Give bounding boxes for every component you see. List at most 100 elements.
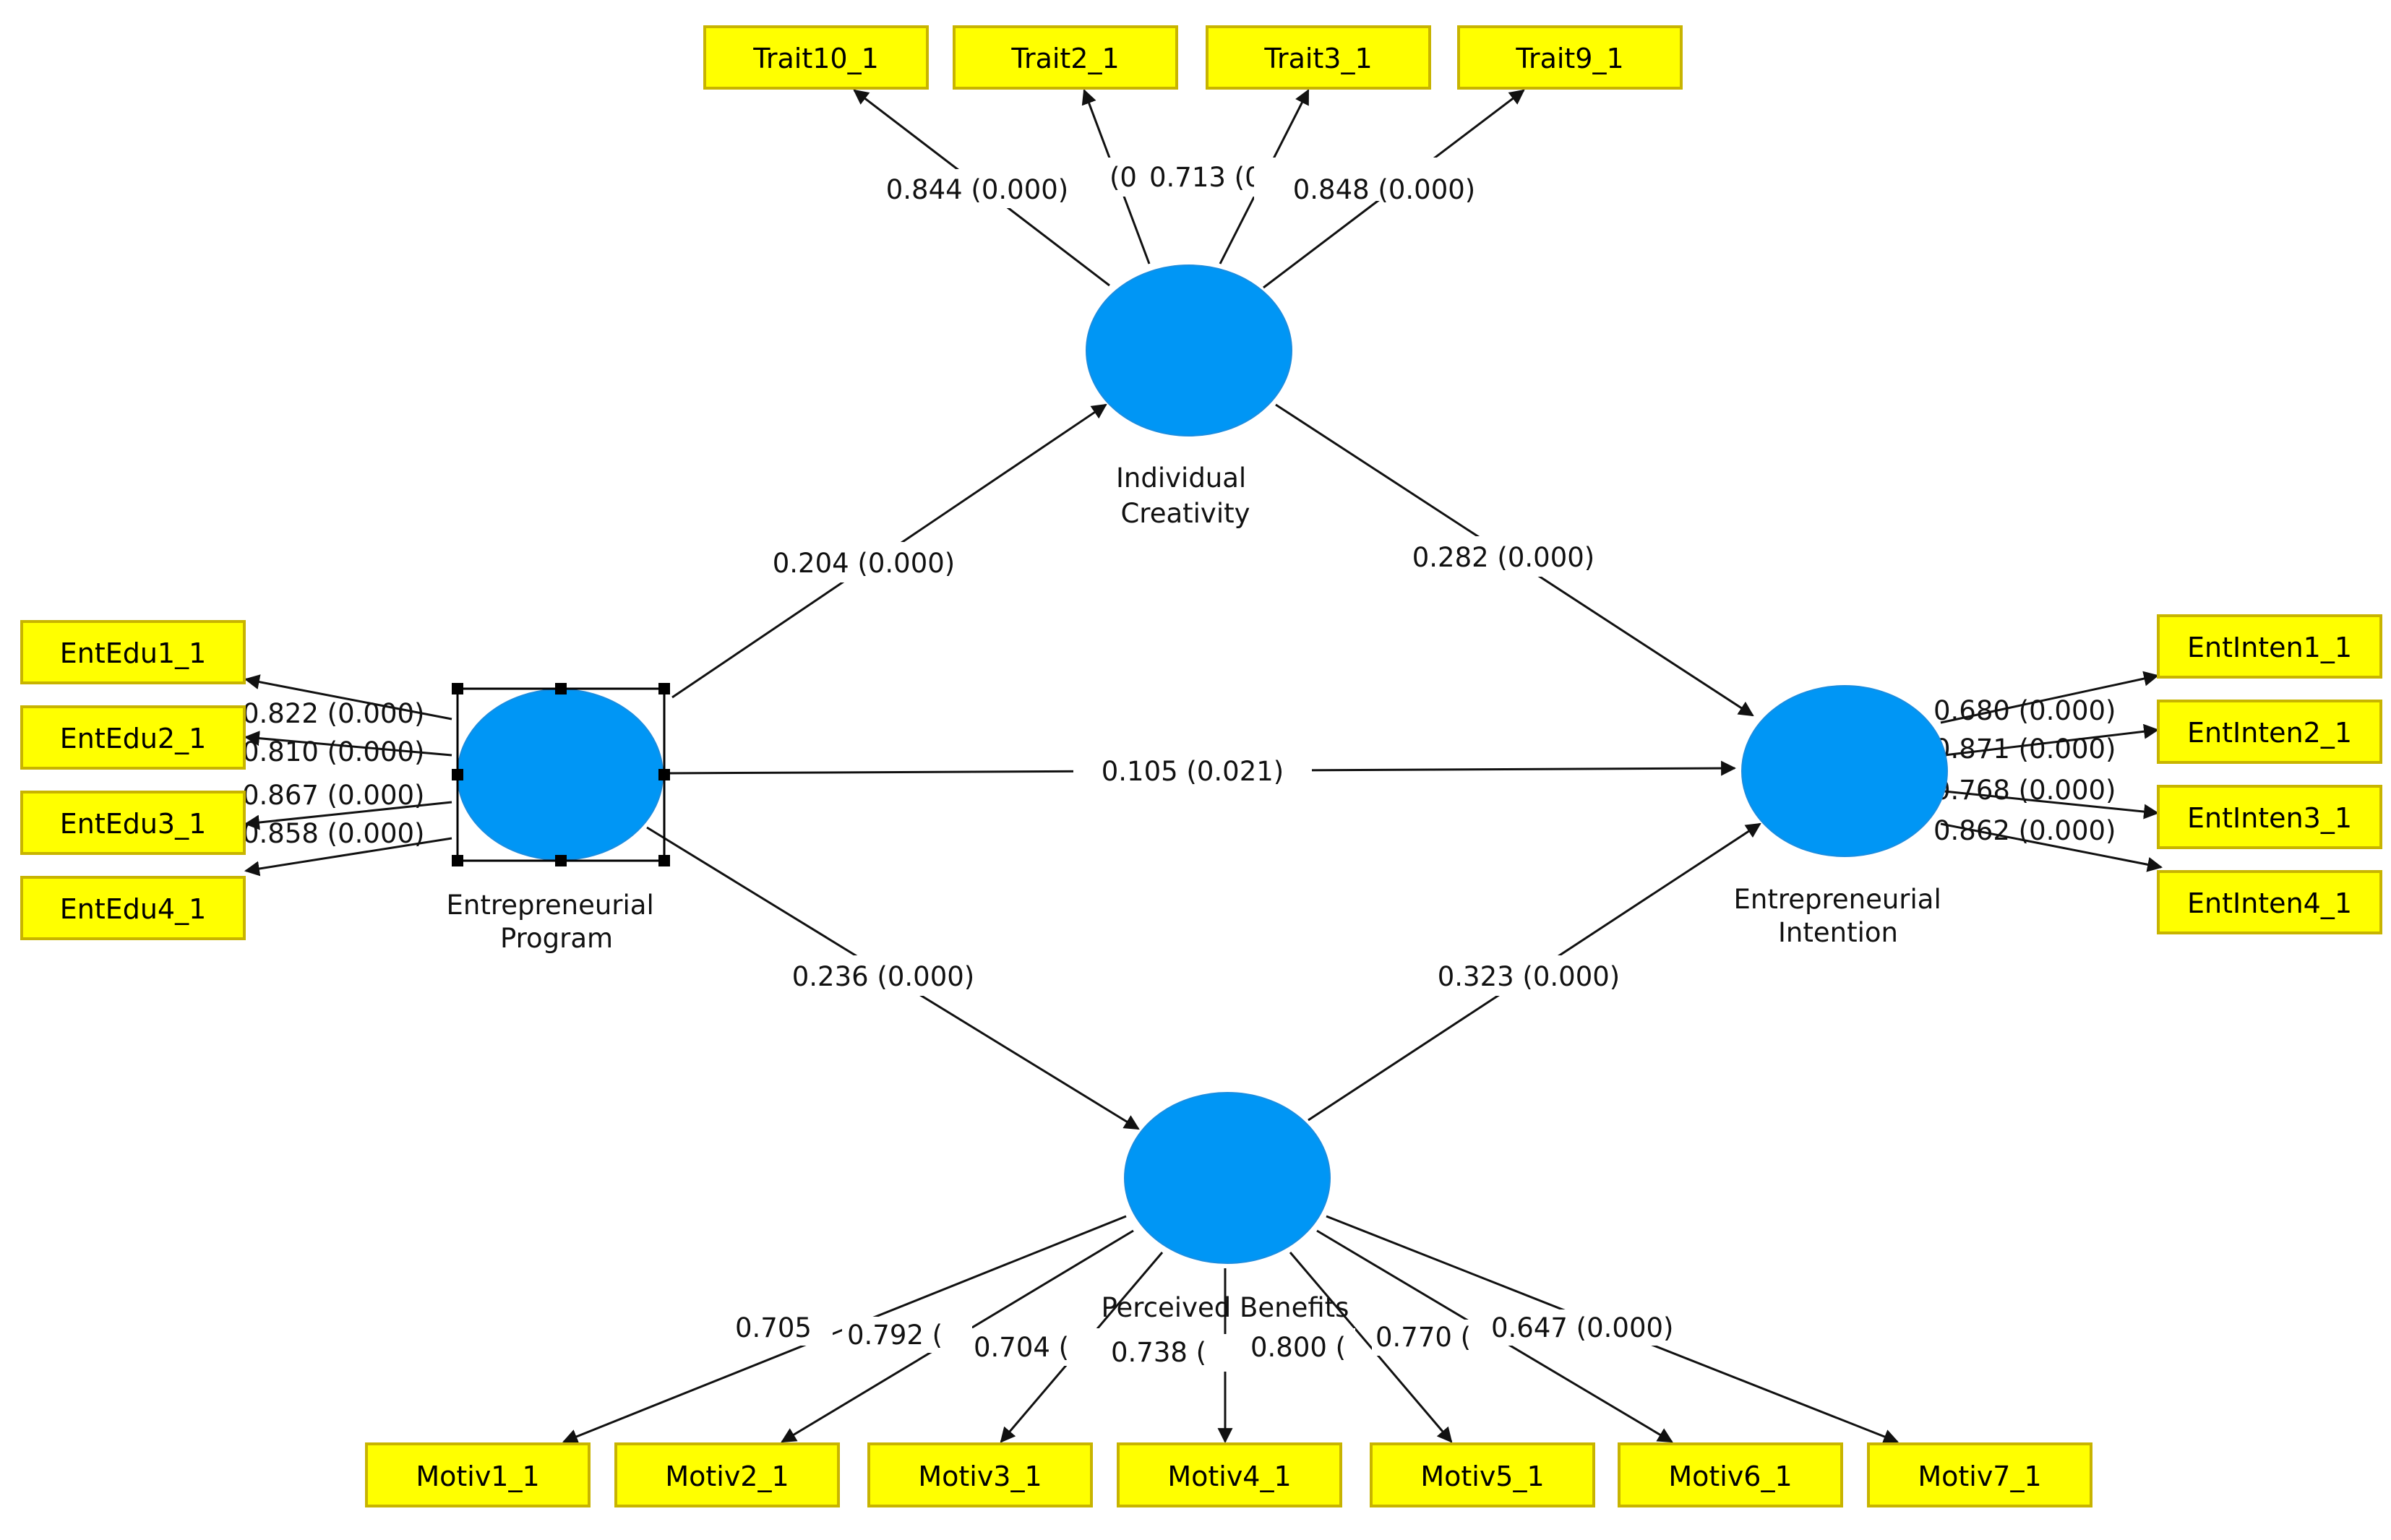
- path-coef-program-creativity: 0.204 (0.000): [773, 548, 955, 579]
- indicator-label: Motiv5_1: [1420, 1461, 1544, 1492]
- constructs-layer: Individual Creativity Entrepreneurial Pr…: [446, 264, 1949, 1323]
- resize-handle-sw[interactable]: [452, 855, 463, 866]
- indicator-label: Trait10_1: [752, 43, 879, 74]
- indicator-entinten4[interactable]: EntInten4_1: [2157, 870, 2382, 934]
- loading-edge-entinten1: [1940, 671, 2160, 724]
- indicator-entedu1[interactable]: EntEdu1_1: [20, 620, 246, 684]
- indicator-box: [20, 705, 246, 770]
- indicator-entinten1[interactable]: EntInten1_1: [2157, 614, 2382, 679]
- resize-handle-ne[interactable]: [658, 683, 670, 694]
- indicator-trait3[interactable]: Trait3_1: [1206, 25, 1431, 90]
- loading-motiv7: 0.647 (0.000): [1491, 1312, 1673, 1343]
- indicator-entinten2[interactable]: EntInten2_1: [2157, 700, 2382, 764]
- indicator-label: EntEdu1_1: [60, 637, 207, 669]
- indicator-entedu3[interactable]: EntEdu3_1: [20, 791, 246, 855]
- path-coef-creativity-intention: 0.282 (0.000): [1412, 542, 1594, 573]
- indicator-box: [614, 1442, 840, 1507]
- indicator-label: EntEdu3_1: [60, 808, 207, 840]
- indicator-label: EntEdu4_1: [60, 893, 207, 925]
- construct-entrepreneurial-intention[interactable]: [1741, 685, 1948, 857]
- path-coef-program-intention: 0.105 (0.021): [1102, 756, 1284, 787]
- resize-handle-e[interactable]: [658, 769, 670, 780]
- label-bg: [1247, 1328, 1355, 1366]
- construct-individual-creativity[interactable]: [1086, 264, 1292, 436]
- indicator-entinten3[interactable]: EntInten3_1: [2157, 785, 2382, 849]
- loading-entinten4: 0.862 (0.000): [1933, 815, 2116, 846]
- indicator-box: [20, 876, 246, 940]
- path-coef-program-benefits: 0.236 (0.000): [792, 961, 974, 992]
- indicator-label: EntInten1_1: [2187, 632, 2352, 663]
- loading-trait2: (0: [1109, 162, 1137, 193]
- loading-edge-entedu4: [244, 837, 452, 877]
- resize-handle-w[interactable]: [452, 769, 463, 780]
- indicator-box: [20, 791, 246, 855]
- loading-entedu1: 0.822 (0.000): [242, 698, 424, 729]
- indicator-motiv4[interactable]: Motiv4_1: [1117, 1442, 1342, 1507]
- construct-label-benefits: Perceived Benefits: [1102, 1292, 1349, 1323]
- construct-entrepreneurial-program[interactable]: [457, 689, 664, 861]
- indicator-trait2[interactable]: Trait2_1: [953, 25, 1178, 90]
- construct-label-intention: Entrepreneurial Intention: [1733, 884, 1949, 948]
- indicator-box: [1618, 1442, 1843, 1507]
- indicator-motiv5[interactable]: Motiv5_1: [1370, 1442, 1595, 1507]
- indicator-motiv6[interactable]: Motiv6_1: [1618, 1442, 1843, 1507]
- loading-edge-entinten4: [1940, 822, 2163, 872]
- indicator-label: Motiv6_1: [1668, 1461, 1792, 1492]
- loading-motiv4: 0.738 (: [1111, 1337, 1206, 1368]
- construct-perceived-benefits[interactable]: [1124, 1092, 1331, 1264]
- label-bg: [1073, 750, 1312, 791]
- indicator-motiv2[interactable]: Motiv2_1: [614, 1442, 840, 1507]
- indicator-motiv7[interactable]: Motiv7_1: [1867, 1442, 2092, 1507]
- indicator-label: Motiv7_1: [1918, 1461, 2041, 1492]
- indicator-box: [2157, 785, 2382, 849]
- resize-handle-se[interactable]: [658, 855, 670, 866]
- indicator-box: [1370, 1442, 1595, 1507]
- resize-handle-n[interactable]: [555, 683, 567, 694]
- indicator-label: EntInten2_1: [2187, 717, 2352, 749]
- label-bg: [755, 542, 976, 582]
- indicator-trait9[interactable]: Trait9_1: [1457, 25, 1683, 90]
- indicator-box: [1206, 25, 1431, 90]
- label-bg: [864, 169, 1089, 208]
- resize-handle-s[interactable]: [555, 855, 567, 866]
- label-bg: [1488, 1309, 1712, 1346]
- indicator-label: Motiv2_1: [665, 1461, 789, 1492]
- loading-edge-motiv5: [1289, 1252, 1453, 1443]
- indicator-box: [2157, 870, 2382, 934]
- loading-motiv1: 0.705: [735, 1312, 812, 1343]
- loading-entedu2: 0.810 (0.000): [242, 736, 424, 767]
- indicator-entedu2[interactable]: EntEdu2_1: [20, 705, 246, 770]
- loading-entinten2: 0.871 (0.000): [1933, 734, 2116, 765]
- indicator-box: [953, 25, 1178, 90]
- indicator-motiv3[interactable]: Motiv3_1: [867, 1442, 1093, 1507]
- loading-motiv5: 0.800 (: [1250, 1332, 1346, 1363]
- selection-frame[interactable]: [452, 683, 670, 866]
- loading-edge-entedu3: [244, 801, 452, 830]
- loading-edge-entedu2: [244, 731, 452, 757]
- indicator-label: EntInten4_1: [2187, 887, 2352, 919]
- label-bg: [1102, 158, 1282, 197]
- indicator-box: [1457, 25, 1683, 90]
- indicator-entedu4[interactable]: EntEdu4_1: [20, 876, 246, 940]
- label-bg: [1395, 536, 1615, 577]
- label-bg: [730, 1309, 833, 1346]
- resize-handle-nw[interactable]: [452, 683, 463, 694]
- label-bg: [1106, 1334, 1247, 1372]
- label-bg: [1372, 1320, 1495, 1356]
- loading-entinten1: 0.680 (0.000): [1933, 695, 2116, 726]
- indicator-box: [867, 1442, 1093, 1507]
- indicator-box: [20, 620, 246, 684]
- indicator-trait10[interactable]: Trait10_1: [703, 25, 929, 90]
- indicator-label: Motiv3_1: [918, 1461, 1042, 1492]
- label-bg: [1419, 955, 1639, 996]
- indicator-box: [365, 1442, 591, 1507]
- edge-labels-layer: 0.204 (0.000) 0.282 (0.000) 0.105 (0.021…: [242, 158, 2116, 1372]
- loading-motiv3: 0.704 (: [974, 1332, 1069, 1363]
- indicator-label: Trait9_1: [1515, 43, 1623, 74]
- indicators-layer: Trait10_1 Trait2_1 Trait3_1 Trait9_1 Ent…: [20, 25, 2382, 1507]
- path-coef-benefits-intention: 0.323 (0.000): [1438, 961, 1620, 992]
- label-bg: [969, 1328, 1106, 1366]
- label-bg: [842, 1317, 972, 1353]
- label-bg: [773, 955, 994, 996]
- indicator-motiv1[interactable]: Motiv1_1: [365, 1442, 591, 1507]
